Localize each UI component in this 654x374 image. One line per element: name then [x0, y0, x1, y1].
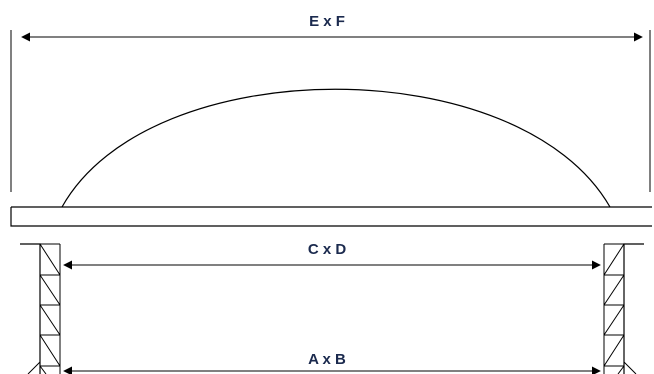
- flange-plate: [10, 206, 652, 227]
- left-curb-frame: [20, 243, 61, 374]
- inner-dimension-label: C x D: [308, 241, 347, 258]
- outer-dimension-label: E x F: [309, 13, 345, 30]
- dome-curve: [61, 88, 611, 208]
- base-dimension-label: A x B: [308, 351, 346, 368]
- right-curb-frame: [603, 243, 644, 374]
